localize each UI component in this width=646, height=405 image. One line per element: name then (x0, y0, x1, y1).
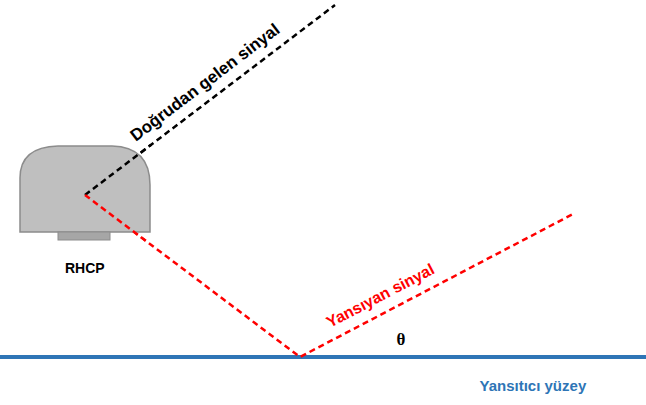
reflected-signal-start (85, 195, 152, 242)
antenna-shape (18, 144, 152, 242)
antenna-node: RHCP (18, 144, 152, 242)
angle-symbol: θ (397, 330, 406, 350)
antenna-label: RHCP (65, 260, 105, 276)
direct-signal-start (85, 144, 152, 195)
direct-signal-label: Doğrudan gelen sinyal (127, 20, 284, 146)
antenna-dome (20, 146, 150, 232)
reflected-signal-line (85, 195, 575, 357)
surface-label: Yansıtıcı yüzey (480, 377, 587, 394)
reflective-surface (0, 355, 646, 359)
antenna-base (58, 232, 110, 240)
reflected-signal-label: Yansıyan sinyal (323, 260, 437, 332)
